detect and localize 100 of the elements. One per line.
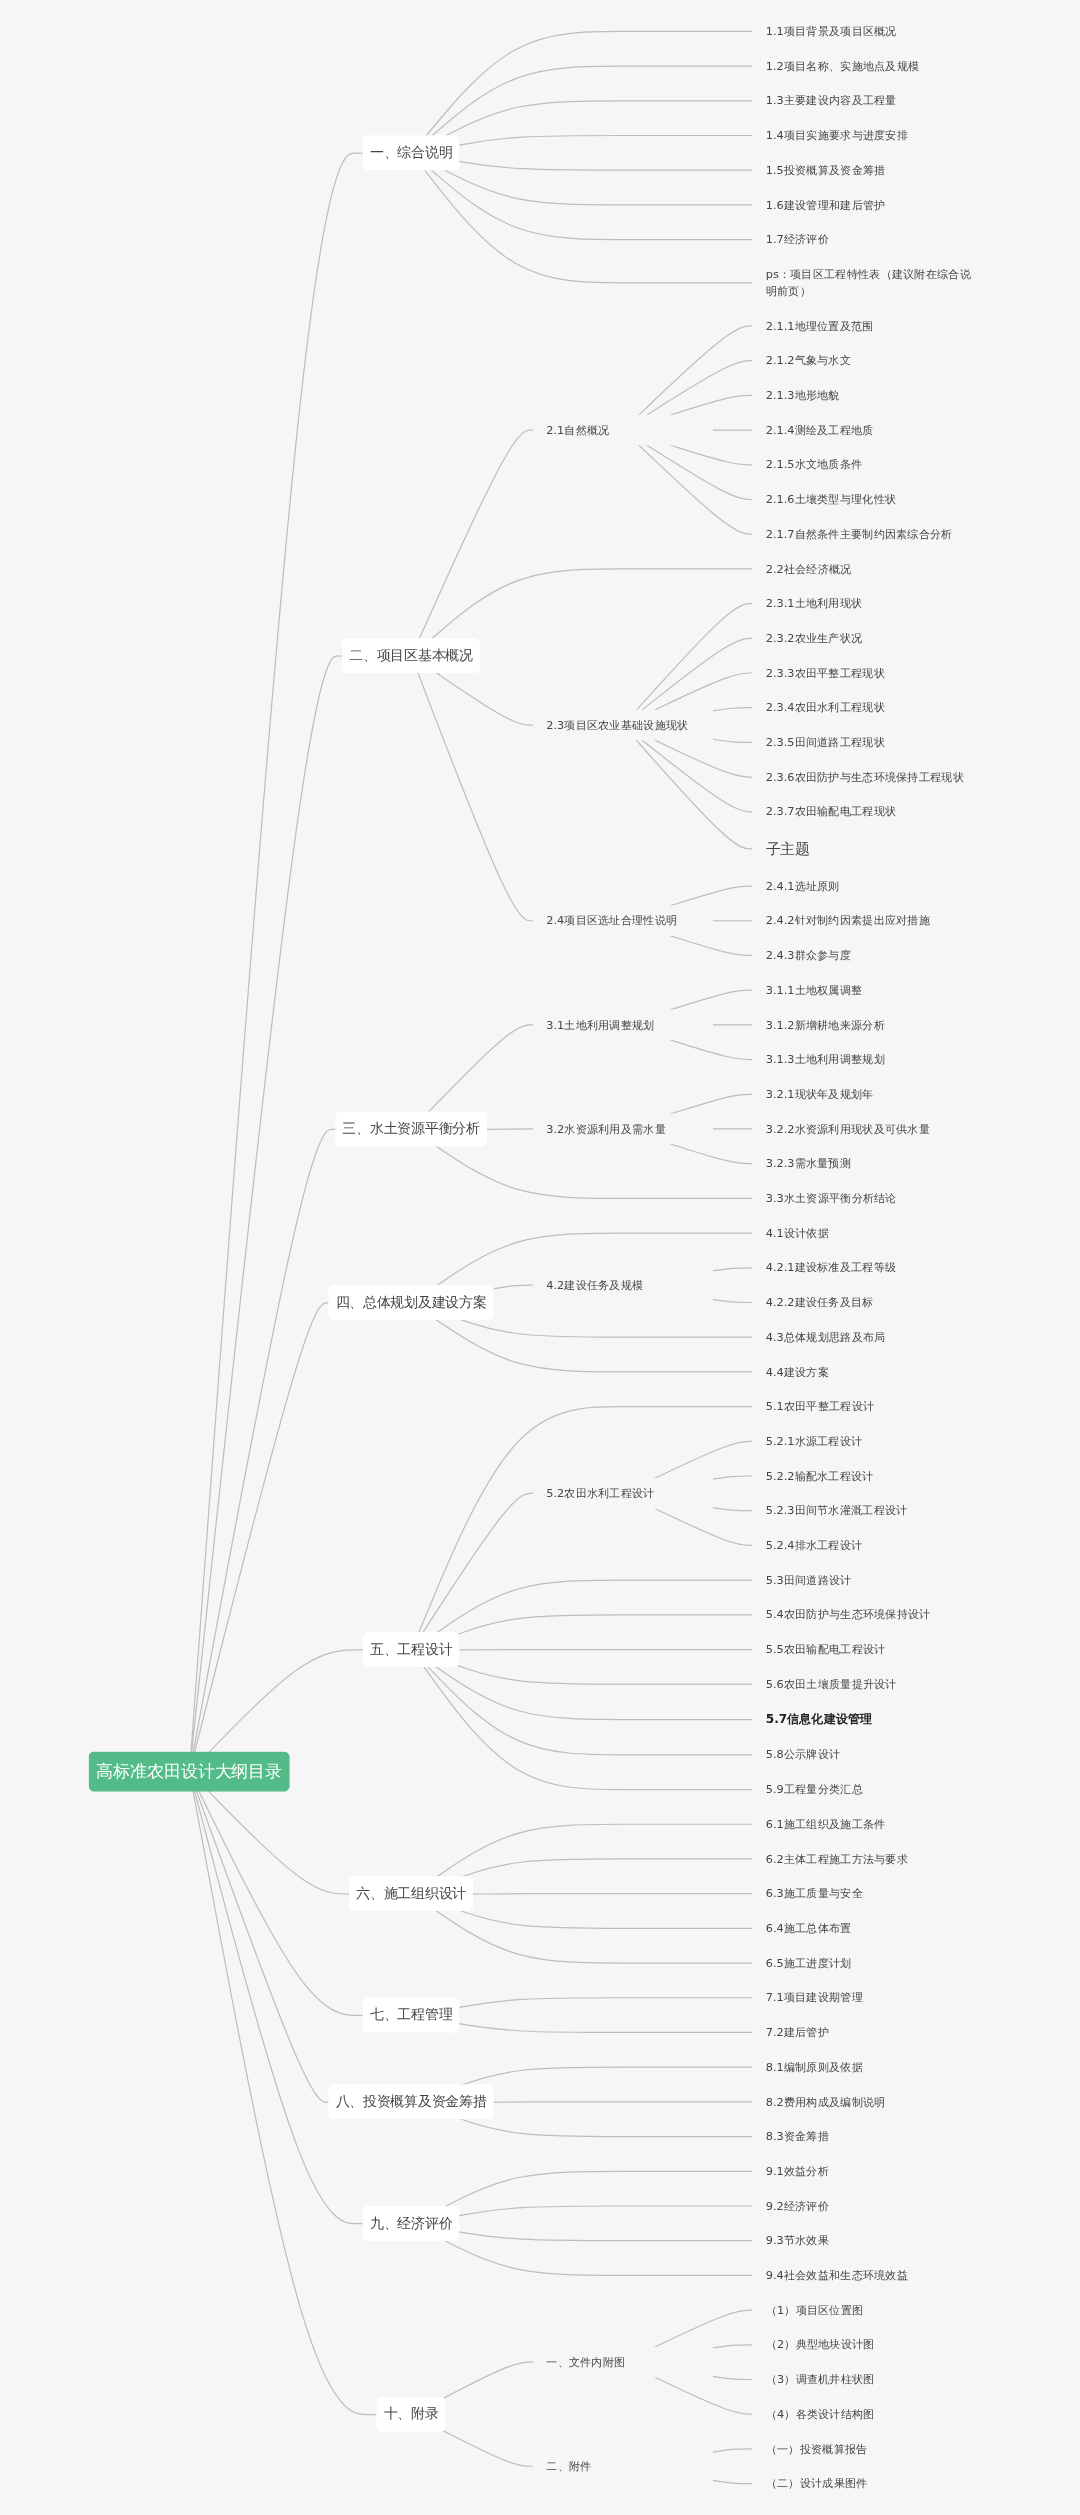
connector — [443, 2239, 754, 2276]
node-text: 8.3资金筹措 — [765, 2129, 830, 2143]
node-text: 2.1.4测绘及工程地质 — [765, 423, 874, 437]
node-text: 3.2.1现状年及规划年 — [765, 1087, 874, 1101]
connector — [472, 1893, 754, 1895]
connector — [460, 1319, 754, 1338]
connector — [418, 429, 535, 640]
node-text: 7.1项目建设期管理 — [765, 1990, 864, 2004]
node-text: 2.2社会经济概况 — [765, 562, 852, 575]
connector — [192, 1790, 379, 2416]
node-text: 8.2费用构成及编制说明 — [765, 2095, 886, 2108]
connector — [194, 1302, 331, 1754]
node-text: 3.2水资源利用及需水量 — [546, 1122, 667, 1136]
node-text: 5.8公示牌设计 — [765, 1747, 841, 1761]
connector — [638, 325, 754, 416]
connector — [435, 1823, 754, 1878]
connector — [654, 2309, 754, 2348]
node-text: 2.3.4农田水利工程现状 — [765, 700, 886, 714]
connector — [712, 1506, 754, 1512]
connector — [638, 444, 754, 535]
connector — [712, 429, 754, 431]
node-text: 1.5投资概算及资金筹措 — [765, 163, 886, 177]
node-text: 5.2.3田间节水灌溉工程设计 — [765, 1503, 908, 1517]
node-text: 2.1自然概况 — [546, 423, 610, 437]
node-text: 二、附件 — [546, 2459, 592, 2473]
connector — [427, 1666, 754, 1756]
connector — [669, 1039, 754, 1061]
connector — [435, 1319, 754, 1373]
connector — [460, 2118, 754, 2138]
connector — [458, 2231, 754, 2242]
node-text: 3.1.2新增耕地来源分析 — [765, 1018, 886, 1031]
node-text: 6.1施工组织及施工条件 — [765, 1817, 886, 1831]
node-text: 5.2.2输配水工程设计 — [765, 1469, 874, 1483]
node-text: 4.2.1建设标准及工程等级 — [765, 1260, 897, 1274]
node-text: 2.3.7农田输配电工程现状 — [765, 804, 897, 818]
connector — [457, 1665, 754, 1685]
node-text: 6.3施工质量与安全 — [765, 1886, 864, 1900]
node-text: 4.2建设任务及规模 — [546, 1278, 644, 1292]
connector — [198, 1790, 365, 2017]
connector — [442, 2430, 535, 2467]
connector — [458, 134, 754, 146]
node-text: 7.2建后管护 — [765, 2025, 830, 2039]
node-text: 9.3节水效果 — [765, 2233, 830, 2247]
node-text: 3.1土地利用调整规划 — [546, 1018, 655, 1031]
node-text: 子主题 — [765, 840, 810, 858]
connector — [654, 1507, 754, 1546]
connector — [430, 169, 754, 241]
node-text: 3.1.1土地权属调整 — [765, 983, 863, 997]
connector — [646, 444, 754, 501]
connector — [435, 1910, 754, 1964]
node-text: 6.5施工进度计划 — [765, 1956, 852, 1970]
node-text: 5.2.4排水工程设计 — [765, 1538, 863, 1552]
connector — [654, 672, 754, 711]
connector — [458, 1997, 754, 2009]
node-text: 5.2农田水利工程设计 — [546, 1486, 655, 1500]
node-text: 2.3.2农业生产状况 — [765, 631, 863, 645]
connector — [712, 1128, 754, 1130]
node-text: 2.1.3地形地貌 — [765, 388, 840, 402]
connector — [430, 568, 754, 640]
connector — [636, 603, 754, 711]
connector — [712, 1298, 754, 1304]
node-text: 4.3总体规划思路及布局 — [765, 1330, 886, 1344]
node-text: 2.1.7自然条件主要制约因素综合分析 — [765, 527, 953, 541]
connector — [207, 1790, 351, 1895]
node-text: 1.1项目背景及项目区概况 — [765, 24, 897, 38]
connector — [712, 1267, 754, 1272]
connector — [435, 1579, 754, 1634]
node-text: （2）典型地块设计图 — [765, 2337, 875, 2351]
node-text: 5.6农田土壤质量提升设计 — [765, 1677, 897, 1691]
connector — [194, 1790, 365, 2225]
connector — [712, 920, 754, 922]
node-text: 4.4建设方案 — [765, 1365, 830, 1378]
node-text: 8.1编制原则及依据 — [765, 2060, 864, 2074]
connector — [458, 1648, 754, 1651]
connector — [712, 1024, 754, 1026]
connector — [424, 169, 754, 284]
node-text: 2.4.2针对制约因素提出应对措施 — [765, 913, 931, 927]
connector — [635, 739, 754, 850]
node-text: 5.9工程量分类汇总 — [765, 1782, 864, 1796]
node-text: 2.4.1选址原则 — [765, 879, 840, 893]
node-text: 2.1.6土壤类型与理化性状 — [765, 492, 897, 506]
node-text: 5.7信息化建设管理 — [765, 1712, 873, 1727]
connector — [207, 1649, 365, 1754]
connector — [493, 2101, 754, 2103]
node-text: 1.3主要建设内容及工程量 — [765, 93, 897, 107]
connector — [190, 152, 365, 1754]
connector — [422, 1492, 535, 1634]
node-text: （4）各类设计结构图 — [765, 2407, 875, 2421]
connector — [641, 637, 754, 711]
connector — [427, 1024, 535, 1114]
connector — [423, 1666, 754, 1791]
connector — [417, 672, 535, 922]
node-text: 2.3.6农田防护与生态环境保持工程现状 — [765, 770, 965, 784]
connector — [646, 360, 754, 416]
node-text: 2.3.5田间道路工程现状 — [765, 735, 886, 749]
connector — [435, 1145, 754, 1199]
node-text: 5.5农田输配电工程设计 — [765, 1642, 886, 1656]
connector — [486, 1128, 535, 1130]
connector — [443, 169, 754, 206]
connector — [442, 2361, 535, 2399]
